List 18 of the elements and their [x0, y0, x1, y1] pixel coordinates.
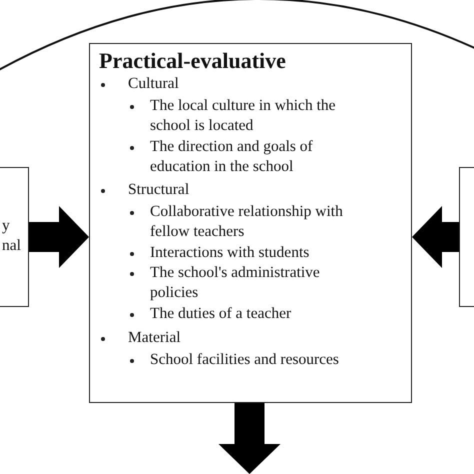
box-title: Practical-evaluative — [99, 48, 286, 74]
partial-label: y nal — [2, 216, 22, 255]
list-item: The school's administrative policies — [150, 263, 321, 302]
list-item: The duties of a teacher — [150, 304, 292, 324]
block-arrow — [29, 206, 89, 268]
content-box — [89, 43, 412, 403]
list-item: The local culture in which the school is located — [150, 96, 337, 135]
list-item: Interactions with students — [150, 243, 310, 262]
category-label: Cultural — [128, 74, 180, 94]
block-arrow — [218, 403, 280, 474]
empty-box — [459, 167, 474, 307]
block-arrow — [412, 206, 459, 268]
text-box — [0, 167, 29, 307]
category-label: Material — [128, 328, 182, 348]
list-item: Collaborative relationship with fellow teachers — [150, 202, 344, 241]
list-item: The direction and goals of education in the school — [150, 137, 314, 176]
category-label: Structural — [128, 180, 190, 200]
list-item: School facilities and resources — [150, 350, 340, 370]
